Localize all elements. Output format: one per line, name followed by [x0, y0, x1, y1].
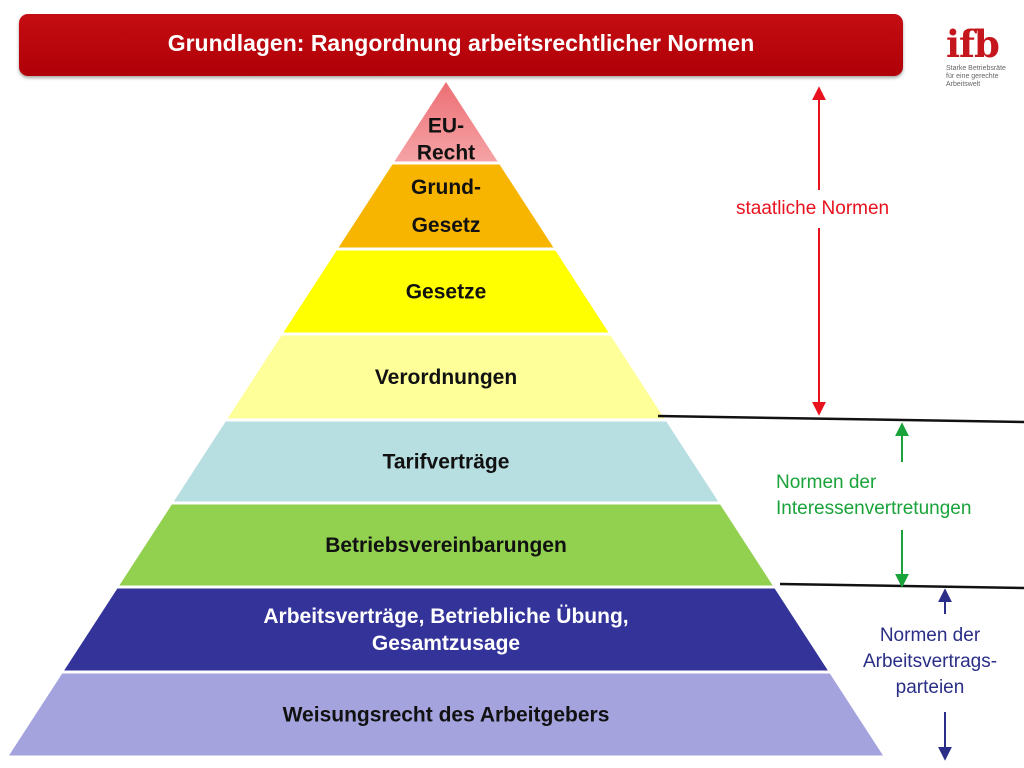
logo-mark: ifb [946, 22, 1000, 66]
pyramid-layer-label: Gesetze [406, 281, 487, 304]
pyramid-layer [64, 588, 828, 671]
pyramid-layer-label: Weisungsrecht des Arbeitgebers [283, 704, 610, 727]
pyramid-layer [394, 82, 498, 162]
staatliche-normen-label: staatliche Normen [736, 198, 890, 219]
arbeitsvertragsparteien-label: Normen der Arbeitsvertrags- parteien [848, 623, 1012, 701]
pyramid-layer-label: Gesetz [412, 214, 481, 237]
pyramid-layer [283, 250, 609, 333]
logo-tagline-line: für eine gerechte [946, 73, 999, 80]
logo-tagline-line: Starke Betriebsräte [946, 65, 1006, 72]
pyramid-layer-label: Recht [417, 142, 475, 165]
logo-tagline: Starke Betriebsräte für eine gerechte Ar… [946, 65, 1006, 89]
arbeitsvertrag-label-line: parteien [895, 677, 965, 698]
separator-line-staatlich [657, 414, 1024, 424]
pyramid-layers [8, 82, 884, 756]
pyramid-layer [173, 421, 719, 502]
logo-tagline-line: Arbeitswelt [946, 81, 981, 88]
pyramid-layer [227, 335, 665, 419]
pyramid-layer-label: Arbeitsverträge, Betriebliche Übung, [263, 605, 628, 628]
ifb-logo: ifb Starke Betriebsräte für eine gerecht… [946, 24, 1006, 94]
pyramid-layer-label: Grund- [411, 176, 481, 199]
arbeitsvertrag-label-line: Arbeitsvertrags- [862, 651, 998, 672]
pyramid-layer-label: EU- [428, 115, 464, 138]
pyramid-layer-label: Gesamtzusage [372, 632, 520, 655]
pyramid-layer [8, 673, 884, 756]
arbeitsvertrag-label-line: Normen der [879, 625, 981, 646]
title-banner: Grundlagen: Rangordnung arbeitsrechtlich… [19, 14, 903, 76]
pyramid-layer-label: Betriebsvereinbarungen [325, 534, 567, 557]
pyramid-layer-label: Verordnungen [375, 366, 517, 389]
pyramid-layer [119, 504, 773, 586]
pyramid-layer [338, 164, 554, 248]
pyramid-layer-label: Tarifverträge [383, 451, 510, 474]
interessenvertretungen-label: Normen der Interessenvertretungen [776, 470, 971, 522]
page-title: Grundlagen: Rangordnung arbeitsrechtlich… [167, 30, 755, 56]
interessen-label-line: Interessenvertretungen [776, 498, 972, 519]
interessen-label-line: Normen der [776, 472, 877, 493]
